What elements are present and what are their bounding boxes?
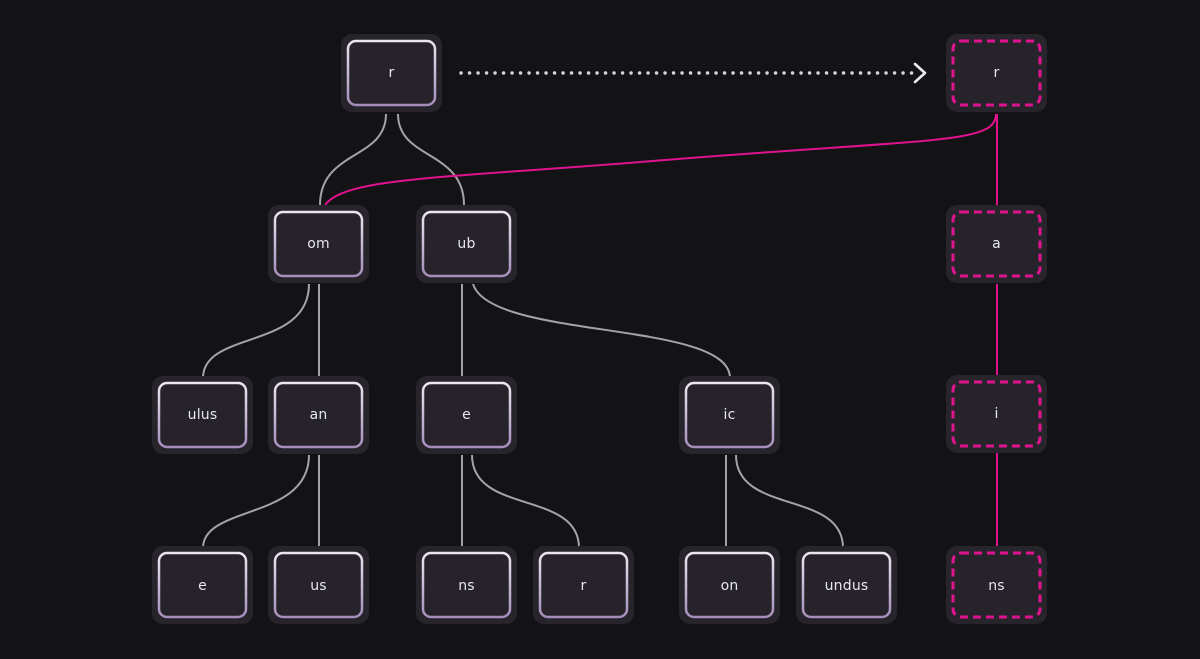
edge-ic-undus — [735, 454, 844, 549]
node-ic: ic — [679, 376, 780, 454]
node-label: e — [462, 407, 471, 423]
node-label: on — [721, 578, 739, 594]
tree-edges — [202, 113, 844, 549]
edge-ub-ic — [472, 283, 731, 379]
highlight-node-i: i — [946, 375, 1047, 453]
node-label: ic — [724, 407, 736, 423]
highlight-node-a: a — [946, 205, 1047, 283]
node-leaf-r: r — [533, 546, 634, 624]
node-label: r — [389, 65, 395, 81]
node-label: ns — [458, 578, 475, 594]
node-om: om — [268, 205, 369, 283]
node-leaf-us: us — [268, 546, 369, 624]
transition-arrow — [459, 62, 927, 84]
node-label: r — [581, 578, 587, 594]
node-label: i — [994, 406, 998, 422]
edge-r-om — [319, 113, 387, 206]
node-label: us — [310, 578, 327, 594]
node-ulus: ulus — [152, 376, 253, 454]
highlight-node-r: r — [946, 34, 1047, 112]
highlight-edges — [324, 113, 998, 548]
edge-an-e — [202, 454, 310, 549]
node-leaf-e: e — [152, 546, 253, 624]
node-label: undus — [825, 578, 869, 594]
node-label: r — [994, 65, 1000, 81]
node-ub: ub — [416, 205, 517, 283]
highlight-edge-r-om — [324, 113, 997, 206]
node-label: an — [310, 407, 328, 423]
node-label: a — [992, 236, 1001, 252]
highlight-node-ns: ns — [946, 546, 1047, 624]
node-leaf-on: on — [679, 546, 780, 624]
node-label: om — [307, 236, 330, 252]
node-e: e — [416, 376, 517, 454]
node-leaf-undus: undus — [796, 546, 897, 624]
node-label: e — [198, 578, 207, 594]
edge-e-r — [471, 454, 580, 549]
edge-r-ub — [397, 113, 465, 206]
node-label: ns — [988, 578, 1005, 594]
node-root-r: r — [341, 34, 442, 112]
node-label: ulus — [188, 407, 218, 423]
node-label: ub — [457, 236, 475, 252]
node-leaf-ns: ns — [416, 546, 517, 624]
node-an: an — [268, 376, 369, 454]
arrow-head-icon — [913, 62, 927, 84]
edge-om-ulus — [202, 283, 310, 379]
